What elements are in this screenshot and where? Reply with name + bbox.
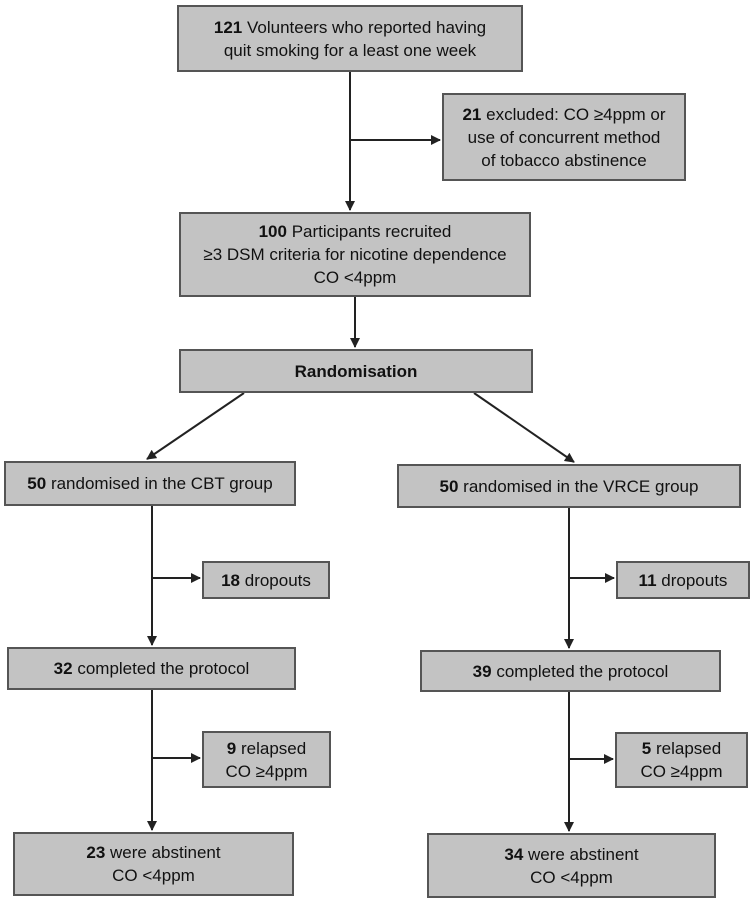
cbt-relapsed-line2: CO ≥4ppm bbox=[225, 761, 308, 781]
excluded-line2: use of concurrent method bbox=[467, 127, 661, 147]
recruited-line1: Participants recruited bbox=[291, 222, 452, 241]
randomisation-box: Randomisation bbox=[179, 349, 533, 393]
vrce-relapsed-box: 5 relapsed CO ≥4ppm bbox=[615, 732, 748, 788]
vrce-relapsed-count: 5 bbox=[641, 739, 652, 758]
cbt-randomised-text: randomised in the CBT group bbox=[50, 474, 273, 493]
recruited-line3: CO <4ppm bbox=[313, 268, 397, 287]
volunteers-line1: Volunteers who reported having bbox=[247, 17, 487, 37]
volunteers-line2: quit smoking for a least one week bbox=[223, 40, 477, 60]
cbt-abstinent-count: 23 bbox=[86, 843, 106, 862]
cbt-relapsed-text: relapsed bbox=[240, 738, 307, 758]
excluded-box: 21 excluded: CO ≥4ppm or use of concurre… bbox=[442, 93, 686, 181]
cbt-abstinent-line2: CO <4ppm bbox=[112, 866, 195, 885]
recruited-line2: ≥3 DSM criteria for nicotine dependence bbox=[203, 245, 507, 264]
recruited-box: 100 Participants recruited ≥3 DSM criter… bbox=[179, 212, 531, 297]
vrce-randomised-box: 50 randomised in the VRCE group bbox=[397, 464, 741, 508]
cbt-completed-box: 32 completed the protocol bbox=[7, 647, 296, 690]
cbt-abstinent-text: were abstinent bbox=[110, 843, 221, 862]
arrow-randomisation-to-vrce bbox=[473, 392, 575, 463]
excluded-count: 21 bbox=[462, 104, 482, 124]
recruited-count: 100 bbox=[258, 222, 287, 241]
cbt-dropouts-count: 18 bbox=[221, 570, 240, 590]
volunteers-count: 121 bbox=[213, 17, 243, 37]
vrce-completed-text: completed the protocol bbox=[496, 661, 669, 681]
vrce-completed-box: 39 completed the protocol bbox=[420, 650, 721, 692]
cbt-relapsed-count: 9 bbox=[226, 738, 237, 758]
vrce-completed-count: 39 bbox=[472, 661, 492, 681]
volunteers-box: 121 Volunteers who reported having quit … bbox=[177, 5, 523, 72]
cbt-relapsed-box: 9 relapsed CO ≥4ppm bbox=[202, 731, 331, 788]
excluded-line1: excluded: CO ≥4ppm or bbox=[486, 104, 666, 124]
vrce-randomised-text: randomised in the VRCE group bbox=[463, 476, 699, 496]
vrce-dropouts-count: 11 bbox=[638, 570, 657, 590]
vrce-abstinent-text: were abstinent bbox=[528, 844, 639, 864]
cbt-randomised-count: 50 bbox=[27, 474, 47, 493]
arrow-randomisation-to-cbt bbox=[146, 392, 245, 460]
cbt-completed-text: completed the protocol bbox=[77, 659, 250, 678]
vrce-relapsed-text: relapsed bbox=[655, 739, 722, 758]
vrce-abstinent-count: 34 bbox=[504, 844, 524, 864]
cbt-dropouts-box: 18 dropouts bbox=[202, 561, 330, 599]
vrce-dropouts-box: 11 dropouts bbox=[616, 561, 750, 599]
cbt-dropouts-text: dropouts bbox=[244, 570, 311, 590]
cbt-abstinent-box: 23 were abstinent CO <4ppm bbox=[13, 832, 294, 896]
vrce-abstinent-box: 34 were abstinent CO <4ppm bbox=[427, 833, 716, 898]
vrce-randomised-count: 50 bbox=[439, 476, 459, 496]
vrce-abstinent-line2: CO <4ppm bbox=[530, 867, 613, 887]
excluded-line3: of tobacco abstinence bbox=[481, 150, 647, 170]
vrce-relapsed-line2: CO ≥4ppm bbox=[640, 762, 723, 781]
vrce-dropouts-text: dropouts bbox=[661, 570, 728, 590]
randomisation-label: Randomisation bbox=[294, 361, 418, 381]
cbt-randomised-box: 50 randomised in the CBT group bbox=[4, 461, 296, 506]
cbt-completed-count: 32 bbox=[53, 659, 73, 678]
